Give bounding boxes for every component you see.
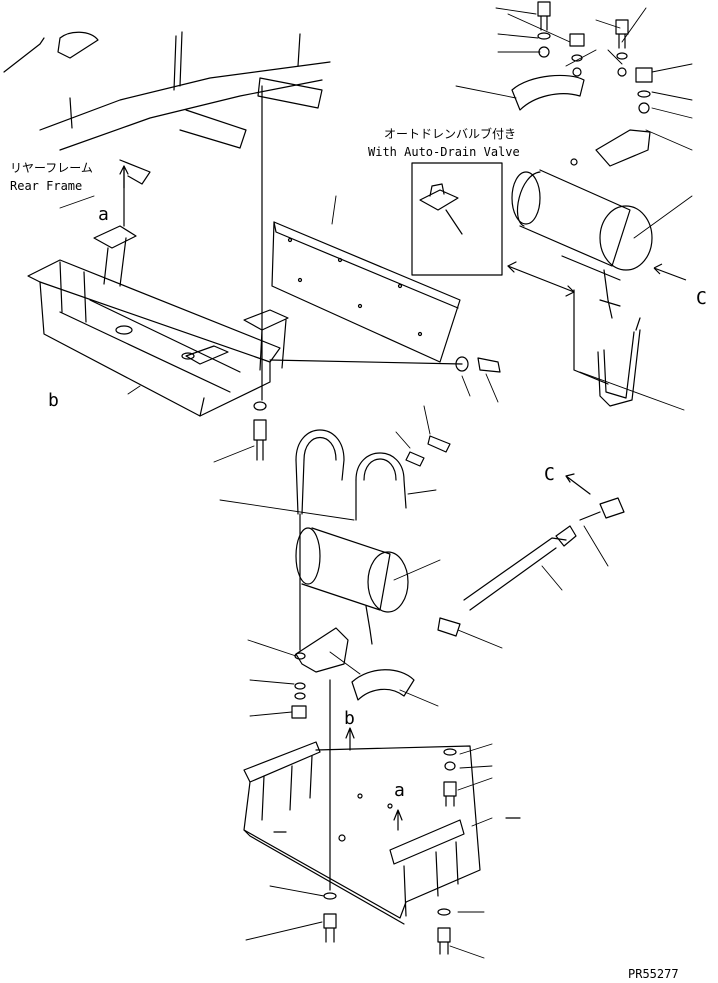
- tank-straps-lower: [291, 627, 415, 719]
- auto-drain-inset: [411, 162, 503, 276]
- auto-drain-label-jp: オートドレンバルブ付き: [384, 126, 516, 141]
- rear-frame-label-jp: リヤーフレーム: [10, 161, 93, 175]
- ref-a-upper: a: [98, 204, 109, 225]
- ref-c-upper: C: [696, 288, 707, 309]
- rear-frame-label-en: Rear Frame: [10, 179, 82, 193]
- top-right-hardware: [511, 1, 653, 167]
- leader-lines: [59, 7, 693, 959]
- ref-c-lower: C: [544, 464, 555, 485]
- u-bolts: [295, 429, 451, 521]
- rear-frame-drawing: [3, 31, 331, 185]
- mounting-bracket-lower: [243, 741, 481, 925]
- ref-b-lower: b: [344, 708, 355, 729]
- cover-plate: [271, 221, 461, 363]
- mounting-bracket-upper: [27, 225, 289, 417]
- ref-a-lower: a: [394, 780, 405, 801]
- air-tank-upper: [511, 158, 653, 319]
- air-tank-lower: [295, 527, 461, 645]
- auto-drain-label-en: With Auto-Drain Valve: [368, 145, 520, 159]
- part-code: PR55277: [628, 967, 679, 981]
- ref-b-upper: b: [48, 390, 59, 411]
